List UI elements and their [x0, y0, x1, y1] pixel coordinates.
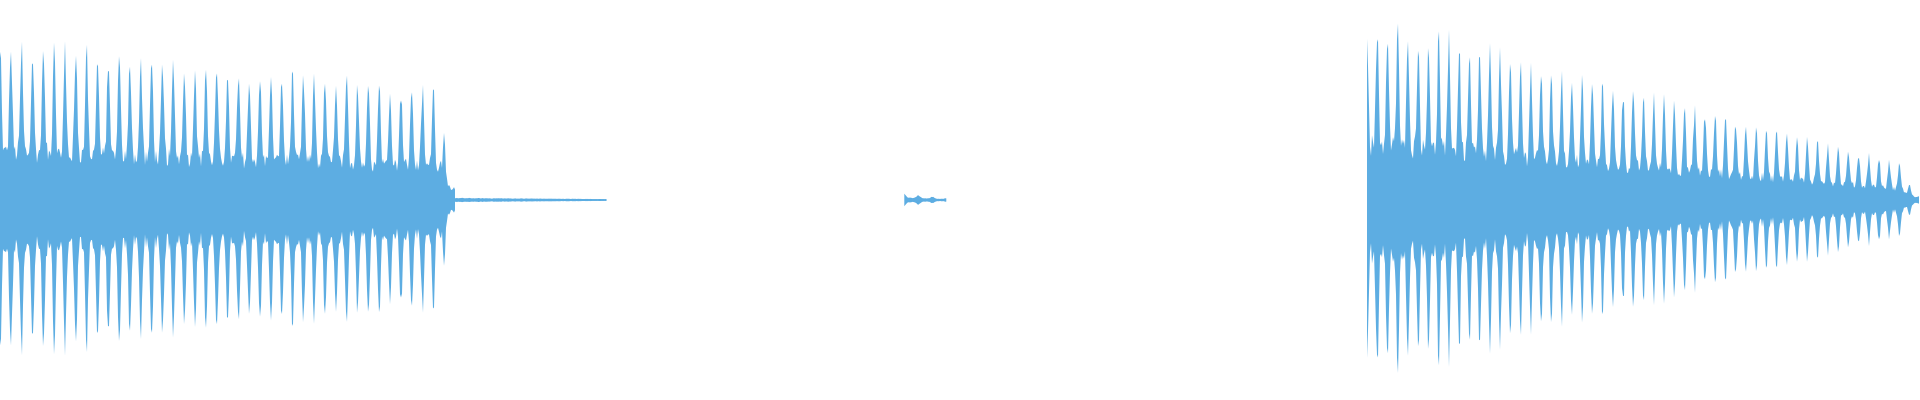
waveform-blip — [904, 193, 947, 207]
waveform-burst-1 — [0, 41, 455, 356]
waveform-burst-2 — [1367, 23, 1919, 373]
waveform-layer — [0, 23, 1919, 373]
